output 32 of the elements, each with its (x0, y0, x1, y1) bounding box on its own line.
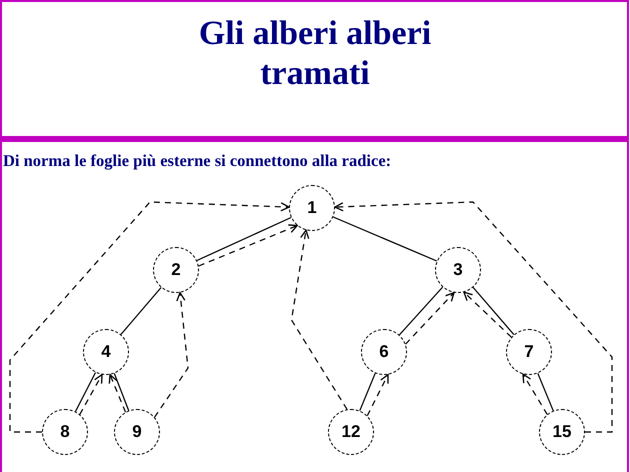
thread-arrow (334, 201, 613, 433)
tree-edge (74, 372, 96, 412)
tree-node-circle: 4 (83, 329, 129, 375)
tree-edge (537, 373, 554, 411)
tree-node-circle: 2 (153, 247, 199, 293)
tree-node-circle: 7 (506, 329, 552, 375)
tree-edge (114, 373, 130, 411)
tree-node-circle: 8 (42, 409, 88, 455)
tree-node-circle: 15 (539, 409, 585, 455)
tree-node-circle: 6 (361, 329, 407, 375)
thread-arrow (290, 230, 348, 410)
thread-arrow (522, 374, 548, 415)
tree-edge (398, 286, 444, 336)
thread-arrow (154, 292, 189, 418)
tree-edge (196, 216, 292, 262)
thread-arrow (366, 374, 389, 416)
tree-node-circle: 12 (328, 409, 374, 455)
intro-text: Di norma le foglie più esterne si connettono alla radice: (3, 151, 392, 171)
thread-arrow (405, 292, 455, 345)
tree-node-circle: 9 (114, 409, 160, 455)
thread-arrow (198, 224, 298, 267)
thread-arrow (108, 374, 126, 412)
thread-arrow (9, 201, 290, 433)
tree-edge (472, 287, 514, 335)
thread-arrow (79, 374, 103, 415)
thread-arrow (463, 292, 512, 338)
tree-node-circle: 1 (289, 185, 335, 231)
tree-edge (359, 373, 376, 411)
tree-edge (120, 287, 162, 335)
title: Gli alberi alberi tramati (198, 14, 432, 94)
tree-node-circle: 3 (435, 247, 481, 293)
tree-edge (332, 216, 438, 262)
